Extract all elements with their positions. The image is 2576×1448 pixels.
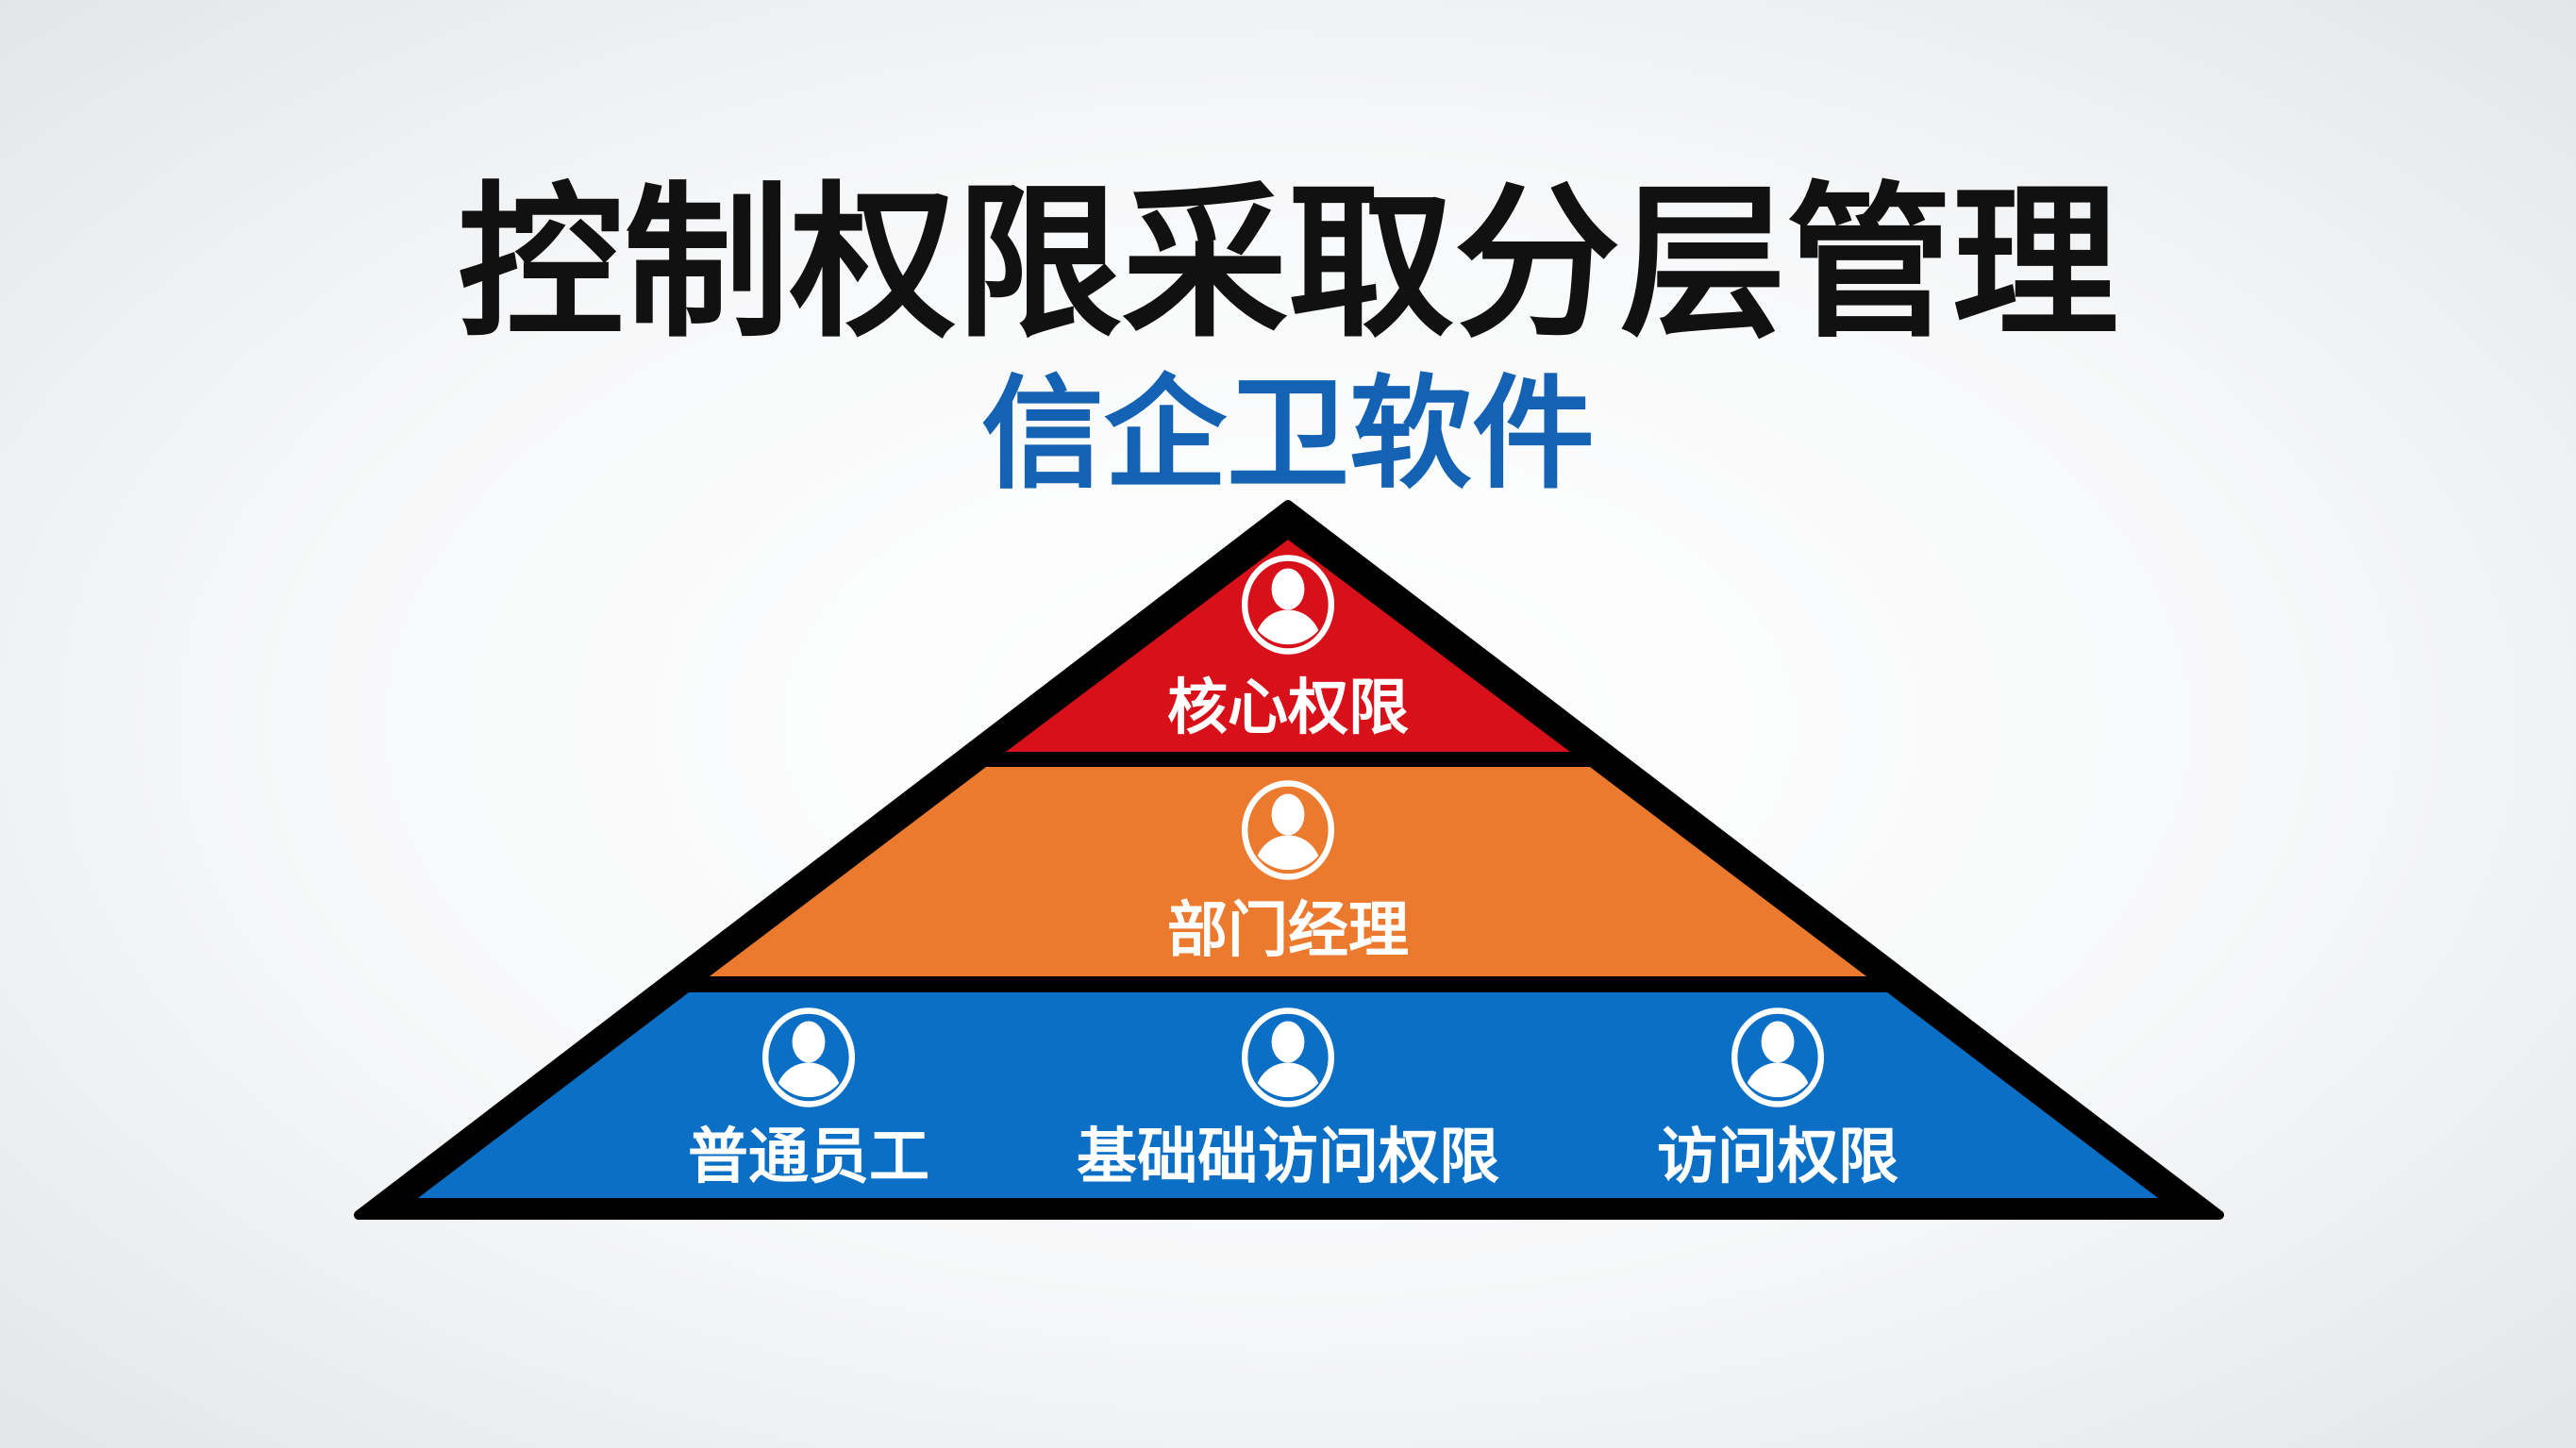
subtitle: 信企卫软件 — [981, 362, 1595, 506]
tier-bottom-label: 访问权限 — [1657, 1123, 1899, 1192]
page-title: 控制权限采取分层管理 — [458, 167, 2118, 360]
tier-top-label: 核心权限 — [1167, 674, 1409, 743]
tier-bottom-label: 普通员工 — [688, 1123, 929, 1192]
tier-top — [1006, 540, 1570, 752]
tier-bottom-label: 基础础访问权限 — [1077, 1123, 1499, 1192]
tier-middle — [710, 767, 1866, 976]
tier-middle-label: 部门经理 — [1167, 896, 1409, 966]
